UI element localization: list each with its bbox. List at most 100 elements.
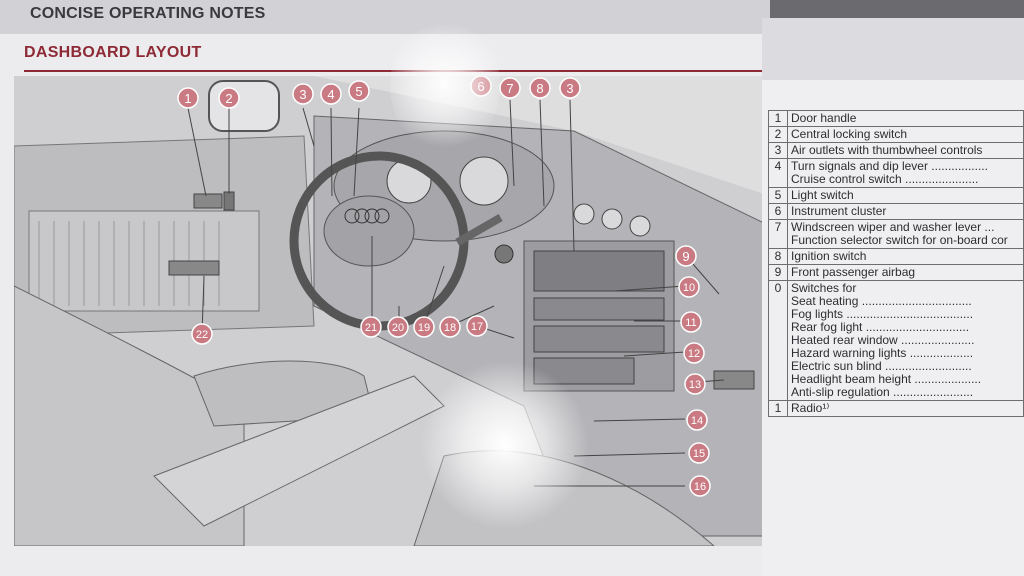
legend-line: Door handle [791, 111, 857, 125]
svg-text:14: 14 [691, 415, 703, 427]
right-header-band [762, 18, 1024, 80]
callout-3b: 3 [559, 77, 581, 99]
svg-text:6: 6 [477, 79, 484, 94]
callouts: 1 2 3 4 5 6 7 8 3 9 10 11 12 13 14 15 16… [177, 76, 711, 497]
legend-line: Heated rear window .....................… [791, 333, 975, 347]
svg-text:9: 9 [682, 249, 689, 264]
legend-line: Electric sun blind .....................… [791, 359, 972, 373]
callout-2: 2 [218, 87, 240, 109]
svg-text:18: 18 [444, 322, 456, 334]
air-outlets [533, 250, 665, 292]
legend-line: Cruise control switch ..................… [791, 172, 979, 186]
svg-text:8: 8 [536, 81, 543, 96]
legend-description: Windscreen wiper and washer lever ...Fun… [787, 219, 1024, 249]
callout-18: 18 [439, 316, 461, 338]
svg-text:15: 15 [693, 448, 705, 460]
svg-text:5: 5 [355, 84, 362, 99]
legend-number: 9 [768, 264, 788, 281]
callout-21: 21 [360, 316, 382, 338]
legend-number: 4 [768, 158, 788, 188]
svg-text:12: 12 [688, 348, 700, 360]
left-page: CONCISE OPERATING NOTES DASHBOARD LAYOUT [0, 0, 770, 576]
legend-line: Front passenger airbag [791, 265, 916, 279]
side-mirror [208, 80, 280, 132]
callout-7: 7 [499, 77, 521, 99]
windscreen [14, 76, 770, 196]
door-trim-stripes [38, 221, 220, 306]
svg-text:19: 19 [418, 322, 430, 334]
svg-text:20: 20 [392, 322, 404, 334]
legend-line: Windscreen wiper and washer lever ... [791, 220, 995, 234]
svg-text:1: 1 [184, 91, 191, 106]
legend-description: Air outlets with thumbwheel controls [787, 142, 1024, 159]
svg-text:21: 21 [365, 322, 377, 334]
callout-19: 19 [413, 316, 435, 338]
legend-line: Instrument cluster [791, 204, 887, 218]
ignition-switch [494, 244, 514, 264]
callout-12: 12 [683, 342, 705, 364]
legend-line: Fog lights .............................… [791, 307, 974, 321]
speedometer [459, 156, 509, 206]
callout-6: 6 [470, 76, 492, 97]
svg-text:13: 13 [689, 379, 701, 391]
legend-line: Hazard warning lights ..................… [791, 346, 974, 360]
legend-line: Headlight beam height ..................… [791, 372, 982, 386]
radio-unit [533, 325, 665, 353]
legend-description: Ignition switch [787, 248, 1024, 265]
svg-text:16: 16 [694, 481, 706, 493]
gauge [573, 203, 595, 225]
callout-9: 9 [675, 245, 697, 267]
svg-text:17: 17 [471, 321, 483, 333]
dashboard-illustration: 1 2 3 4 5 6 7 8 3 9 10 11 12 13 14 15 16… [14, 76, 770, 546]
callout-14: 14 [686, 409, 708, 431]
legend-number: 7 [768, 219, 788, 249]
svg-text:22: 22 [196, 329, 208, 341]
legend-line: Air outlets with thumbwheel controls [791, 143, 983, 157]
legend-line: Ignition switch [791, 249, 867, 263]
legend-description: Instrument cluster [787, 203, 1024, 220]
legend-line: Seat heating ...........................… [791, 294, 972, 308]
callout-16: 16 [689, 475, 711, 497]
legend-description: Central locking switch [787, 126, 1024, 143]
title-rule [24, 70, 770, 72]
legend-line: Rear fog light .........................… [791, 320, 970, 334]
legend-number: 5 [768, 187, 788, 204]
gauge [629, 215, 651, 237]
legend-description: Door handle [787, 110, 1024, 127]
legend-number: 0 [768, 280, 788, 401]
svg-text:4: 4 [327, 87, 334, 102]
legend-number: 2 [768, 126, 788, 143]
callout-11: 11 [680, 311, 702, 333]
callout-15: 15 [688, 442, 710, 464]
header-band [0, 0, 770, 34]
climate-control [533, 357, 635, 385]
legend-number: 6 [768, 203, 788, 220]
page-title: DASHBOARD LAYOUT [24, 44, 202, 61]
legend-line: Central locking switch [791, 127, 908, 141]
section-label: CONCISE OPERATING NOTES [30, 5, 266, 22]
legend-line: Light switch [791, 188, 854, 202]
legend-line: Switches for [791, 281, 857, 295]
callout-4: 4 [320, 83, 342, 105]
callout-10: 10 [678, 276, 700, 298]
audi-rings-logo [344, 208, 390, 224]
glovebox-handle [713, 370, 755, 390]
legend-number: 1 [768, 110, 788, 127]
svg-text:2: 2 [225, 91, 232, 106]
callout-20: 20 [387, 316, 409, 338]
callout-22: 22 [191, 323, 213, 345]
legend-line: Turn signals and dip lever .............… [791, 159, 988, 173]
window-switch [168, 260, 220, 276]
steering-hub [323, 195, 415, 267]
